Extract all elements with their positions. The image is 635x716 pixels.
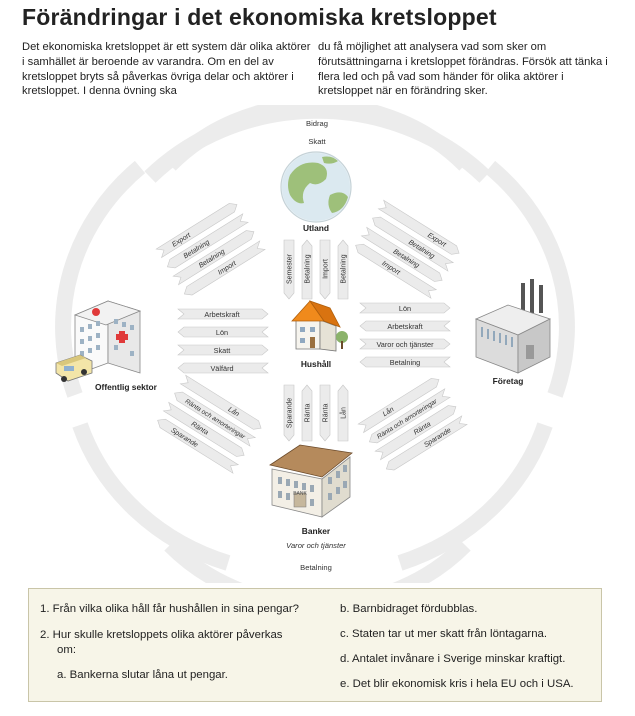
bank-icon: BANK [269, 444, 353, 518]
fore-hush-label-1: Lön [399, 304, 411, 313]
top-outer-label-2: Skatt [308, 137, 326, 146]
actor-label-utland: Utland [303, 223, 329, 233]
fore-hush-label-2: Arbetskraft [387, 322, 422, 331]
question-2-line-2: om: [57, 644, 76, 656]
off-hush-label-3: Skatt [214, 346, 231, 355]
bank-sign: BANK [293, 491, 307, 497]
intro-text-right: du få möjlighet att analysera vad som sk… [318, 41, 608, 98]
fore-hush-label-4: Betalning [390, 358, 420, 367]
arrows-utland-offentlig: Export Betalning Betalning Import [155, 203, 266, 296]
bank-hush-label-4: Lån [340, 407, 348, 419]
bank-hush-label-1: Sparande [287, 398, 294, 428]
factory-icon [474, 279, 552, 374]
arrows-utland-foretag: Export Betalning Betalning Import [355, 199, 460, 299]
utl-hush-label-1: Semester [287, 253, 294, 284]
house-icon [291, 300, 348, 352]
arrows-banker-foretag: Lån Ränta och amorteringar Ränta Sparand… [357, 378, 468, 471]
actor-label-banker: Banker [302, 526, 331, 536]
arrows-foretag-hushall: Lön Arbetskraft Varor och tjänster Betal… [359, 302, 451, 368]
hospital-icon [55, 300, 142, 382]
off-hush-label-1: Arbetskraft [204, 310, 239, 319]
page-title: Förändringar i det ekonomiska kretsloppe… [22, 4, 497, 30]
actor-label-offentlig: Offentlig sektor [95, 382, 158, 392]
questions-box [28, 588, 602, 702]
arrows-banker-hushall: Sparande Ränta Ränta Lån [283, 384, 349, 442]
intro-text-left: Det ekonomiska kretsloppet är ett system… [22, 41, 311, 98]
utl-hush-label-3: Import [323, 259, 330, 279]
utl-hush-label-2: Betalning [305, 254, 312, 283]
utl-hush-label-4: Betalning [341, 254, 348, 283]
top-outer-label-1: Bidrag [306, 119, 328, 128]
off-hush-label-4: Välfärd [210, 364, 233, 373]
actor-label-foretag: Företag [493, 376, 524, 386]
answer-option-c: c. Staten tar ut mer skatt från löntagar… [340, 628, 548, 640]
question-2-line-1: 2. Hur skulle kretsloppets olika aktörer… [40, 629, 283, 641]
bottom-outer-label-1: Varor och tjänster [286, 541, 346, 550]
off-hush-label-2: Lön [216, 328, 228, 337]
answer-option-e: e. Det blir ekonomisk kris i hela EU och… [340, 678, 574, 690]
arrows-offentlig-hushall: Arbetskraft Lön Skatt Välfärd [177, 308, 269, 374]
arrows-banker-offentlig: Lån Ränta och amorteringar Ränta Sparand… [157, 374, 262, 474]
fore-hush-label-3: Varor och tjänster [376, 340, 434, 349]
bank-hush-label-2: Ränta [305, 404, 312, 423]
economic-cycle-diagram: Bidrag Skatt Varor och tjänster Betalnin… [55, 105, 575, 583]
answer-option-a: a. Bankerna slutar låna ut pengar. [57, 669, 228, 681]
globe-icon [280, 151, 352, 223]
arrows-utland-hushall: Semester Betalning Import Betalning [283, 239, 349, 300]
answer-option-d: d. Antalet invånare i Sverige minskar kr… [340, 653, 566, 665]
question-1: 1. Från vilka olika håll får hushållen i… [40, 603, 299, 615]
bank-hush-label-3: Ränta [323, 404, 330, 423]
answer-option-b: b. Barnbidraget fördubblas. [340, 603, 478, 615]
actor-label-hushall: Hushåll [301, 359, 331, 369]
bottom-outer-label-2: Betalning [300, 563, 332, 572]
